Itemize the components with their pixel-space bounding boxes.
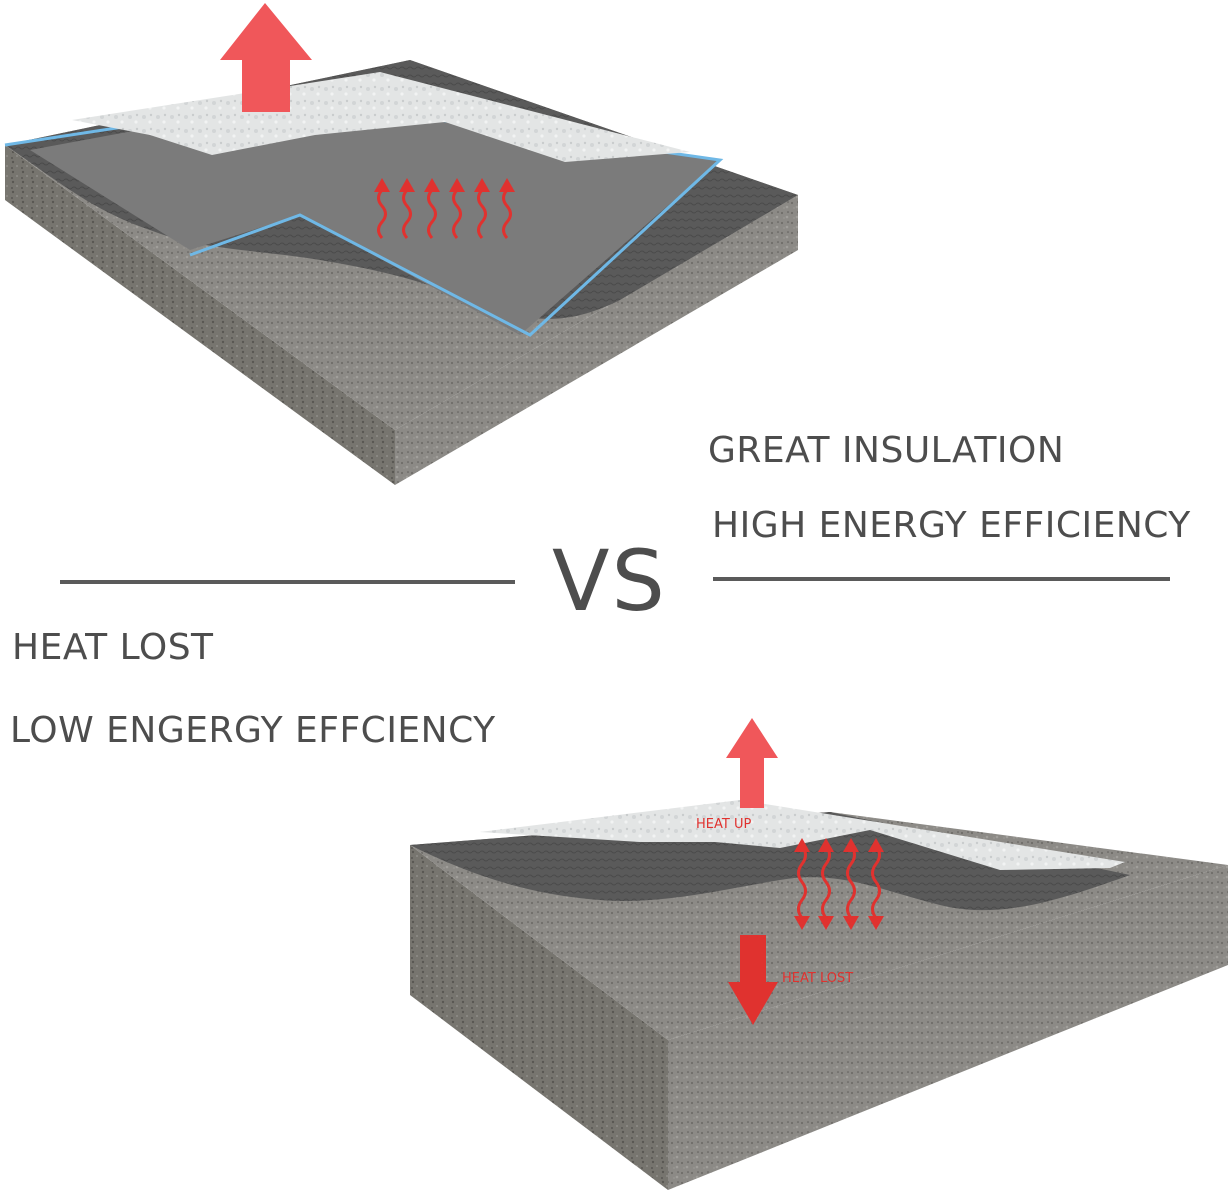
- divider-left: [60, 580, 515, 584]
- vs-label: VS: [552, 532, 667, 630]
- arrow-up-icon: [220, 3, 312, 112]
- high-energy-efficiency-label: HIGH ENERGY EFFICIENCY: [712, 505, 1191, 546]
- insulation-board: [30, 100, 720, 335]
- heat-wave-icon: [794, 838, 884, 930]
- tile-layer: [72, 72, 690, 162]
- slab-front-face: [395, 195, 798, 485]
- arrow-up-icon: [726, 718, 778, 808]
- divider-right: [713, 577, 1170, 581]
- slab2-front-face: [668, 865, 1228, 1190]
- slab-left-face: [5, 145, 395, 485]
- insulated-floor-slab: [4, 60, 798, 485]
- slab2-left-face: [410, 845, 668, 1190]
- heat-lost-label: HEAT LOST: [12, 627, 214, 668]
- heat-lost-small-label: HEAT LOST: [782, 971, 854, 986]
- great-insulation-label: GREAT INSULATION: [708, 430, 1065, 471]
- uninsulated-floor-slab: [410, 800, 1228, 1190]
- heat-up-small-label: HEAT UP: [696, 817, 752, 832]
- arrow-down-icon: [728, 935, 778, 1025]
- low-energy-efficiency-label: LOW ENGERGY EFFCIENCY: [10, 710, 496, 751]
- heat-wave-icon: [374, 178, 515, 239]
- tile-layer-2: [480, 800, 1125, 870]
